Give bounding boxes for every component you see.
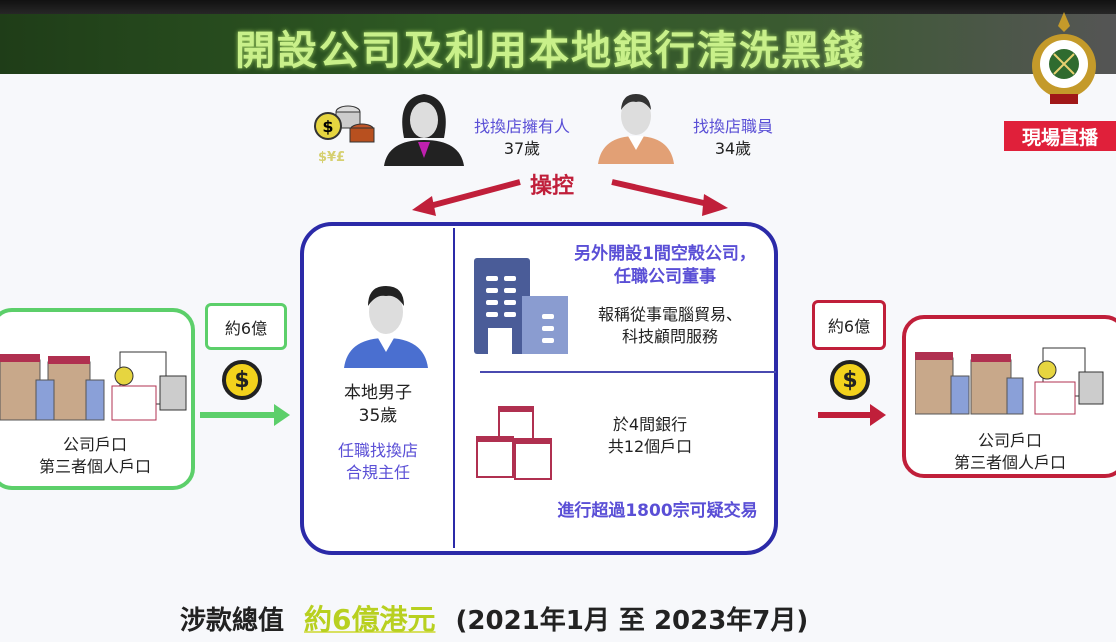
customs-logo — [1032, 12, 1096, 104]
slide-title: 開設公司及利用本地銀行清洗黑錢 — [235, 28, 865, 74]
currency-symbols: $¥£ — [318, 150, 346, 165]
right-box-line-1: 公司戶口 — [977, 431, 1042, 450]
red-flow-arrow — [818, 404, 886, 426]
bank-books-icon — [476, 406, 552, 480]
buildings-documents-icon — [915, 347, 1104, 415]
man-avatar-icon — [598, 94, 674, 164]
banks-line-2: 共12個戶口 — [607, 437, 693, 456]
right-box-line-2: 第三者個人戶口 — [953, 453, 1066, 472]
dollar-icon: $ — [222, 360, 262, 400]
title-banner — [0, 14, 1116, 74]
owner-role: 找換店擁有人 — [473, 117, 570, 136]
left-amount-label: 約6億 — [205, 303, 287, 350]
person-job-1: 任職找換店 — [337, 441, 418, 460]
left-box-line-1: 公司戶口 — [62, 435, 127, 454]
green-flow-arrow — [200, 404, 290, 426]
banks-line-1: 於4間銀行 — [612, 415, 688, 434]
person-job-2: 合規主任 — [345, 463, 410, 482]
vertical-divider — [453, 228, 455, 548]
company-heading-1: 另外開設1間空殼公司， — [574, 244, 756, 264]
buildings-documents-icon — [0, 351, 187, 421]
dollar-icon: $ — [830, 360, 870, 400]
footer-label: 涉款總值 — [180, 606, 285, 636]
footer-period: (2021年1月 至 2023年7月) — [455, 606, 809, 636]
company-desc-2: 科技顧問服務 — [621, 327, 718, 346]
owner-age: 37歲 — [503, 139, 541, 158]
person-title: 本地男子 — [344, 383, 412, 403]
svg-text:$: $ — [322, 117, 333, 136]
central-box — [300, 222, 778, 555]
right-amount-label: 約6億 — [812, 300, 886, 350]
company-heading-2: 任職公司董事 — [614, 267, 716, 287]
office-building-icon — [474, 258, 568, 354]
employee-role: 找換店職員 — [692, 117, 773, 136]
transactions-text: 進行超過1800宗可疑交易 — [557, 501, 758, 521]
control-arrows — [412, 179, 728, 216]
footer-amount: 約6億港元 — [304, 603, 436, 636]
local-man-avatar-icon — [344, 286, 428, 368]
live-badge: 現場直播 — [1004, 121, 1116, 151]
footer: 涉款總值 約6億港元 (2021年1月 至 2023年7月) — [180, 598, 808, 638]
horizontal-divider — [480, 371, 776, 373]
employee-age: 34歲 — [714, 139, 752, 158]
company-desc-1: 報稱從事電腦貿易、 — [597, 305, 742, 324]
left-box-line-2: 第三者個人戶口 — [38, 457, 151, 476]
coins-icon: $ — [314, 105, 375, 143]
top-bar — [0, 0, 1116, 16]
person-age: 35歲 — [358, 406, 398, 426]
woman-avatar-icon — [384, 94, 464, 166]
control-label: 操控 — [530, 174, 575, 199]
